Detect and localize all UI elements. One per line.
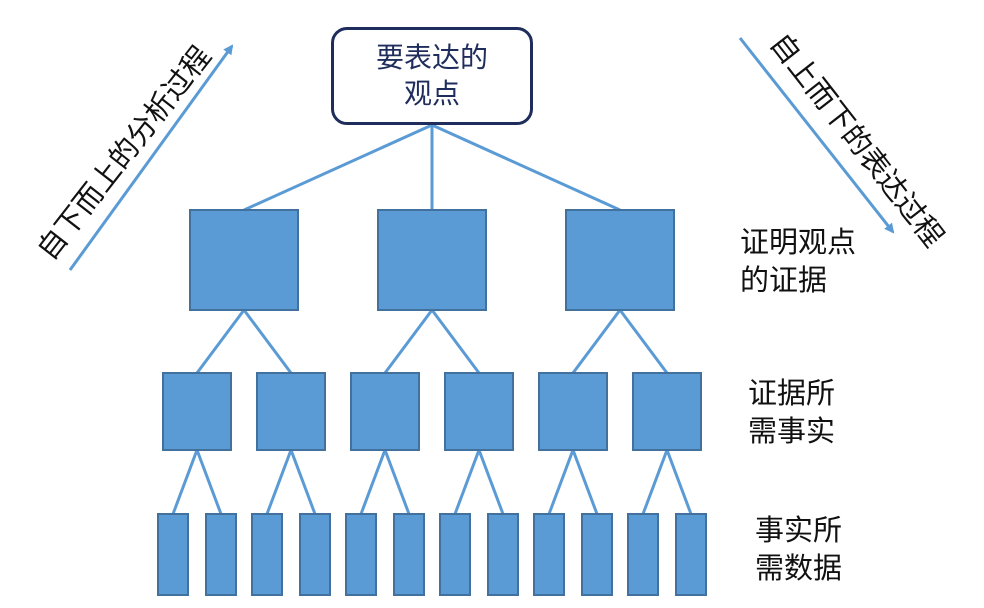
- connector-evidence-to-fact-5: [571, 309, 622, 374]
- connector-fact-to-data-1: [171, 449, 199, 515]
- level-label-data-line2: 需数据: [755, 551, 843, 585]
- level-label-facts-line2: 需事实: [748, 414, 836, 448]
- connector-root-to-evidence-1: [243, 123, 433, 212]
- connector-evidence-to-fact-6: [618, 309, 669, 374]
- fact-box-1: [162, 372, 232, 451]
- data-box-10: [581, 513, 613, 596]
- connector-evidence-to-fact-2: [242, 309, 293, 374]
- analysis-arrow: [68, 44, 234, 271]
- fact-box-3: [350, 372, 420, 451]
- main-point-line1: 要表达的: [375, 41, 488, 74]
- data-box-2: [205, 513, 237, 596]
- data-box-4: [299, 513, 331, 596]
- data-box-3: [251, 513, 283, 596]
- data-box-8: [487, 513, 519, 596]
- data-box-5: [345, 513, 377, 596]
- level-label-evidence-line1: 证明观点: [740, 225, 857, 259]
- connector-fact-to-data-10: [571, 449, 599, 515]
- main-point-line2: 观点: [403, 77, 460, 110]
- data-box-6: [393, 513, 425, 596]
- level-label-facts-line1: 证据所: [748, 376, 836, 410]
- fact-box-5: [538, 372, 608, 451]
- connector-fact-to-data-11: [641, 449, 669, 515]
- main-point-box: 要表达的 观点: [331, 27, 533, 125]
- nodes: [157, 209, 707, 596]
- level-label-data: 事实所 需数据: [755, 511, 842, 587]
- data-box-1: [157, 513, 189, 596]
- connector-fact-to-data-4: [289, 449, 317, 515]
- data-box-7: [439, 513, 471, 596]
- data-box-9: [533, 513, 565, 596]
- connector-root-to-evidence-3: [431, 123, 621, 212]
- connector-fact-to-data-5: [359, 449, 387, 515]
- connector-fact-to-data-7: [453, 449, 481, 515]
- level-label-evidence-line2: 的证据: [740, 263, 828, 297]
- fact-box-4: [444, 372, 514, 451]
- connector-evidence-to-fact-1: [195, 309, 246, 374]
- level-label-evidence: 证明观点 的证据: [740, 223, 856, 299]
- connector-fact-to-data-2: [195, 449, 223, 515]
- connector-fact-to-data-6: [383, 449, 411, 515]
- connector-fact-to-data-9: [547, 449, 575, 515]
- connector-fact-to-data-3: [265, 449, 293, 515]
- level-label-data-line1: 事实所: [755, 513, 843, 547]
- level-label-facts: 证据所 需事实: [748, 374, 835, 450]
- connector-lines: [171, 123, 693, 515]
- expression-arrow: [738, 37, 895, 234]
- connector-fact-to-data-12: [665, 449, 693, 515]
- connector-evidence-to-fact-3: [383, 309, 434, 374]
- data-box-11: [627, 513, 659, 596]
- evidence-box-1: [189, 209, 299, 311]
- fact-box-2: [256, 372, 326, 451]
- fact-box-6: [632, 372, 702, 451]
- data-box-12: [675, 513, 707, 596]
- evidence-box-2: [377, 209, 487, 311]
- evidence-box-3: [565, 209, 675, 311]
- connector-fact-to-data-8: [477, 449, 505, 515]
- connector-evidence-to-fact-4: [430, 309, 481, 374]
